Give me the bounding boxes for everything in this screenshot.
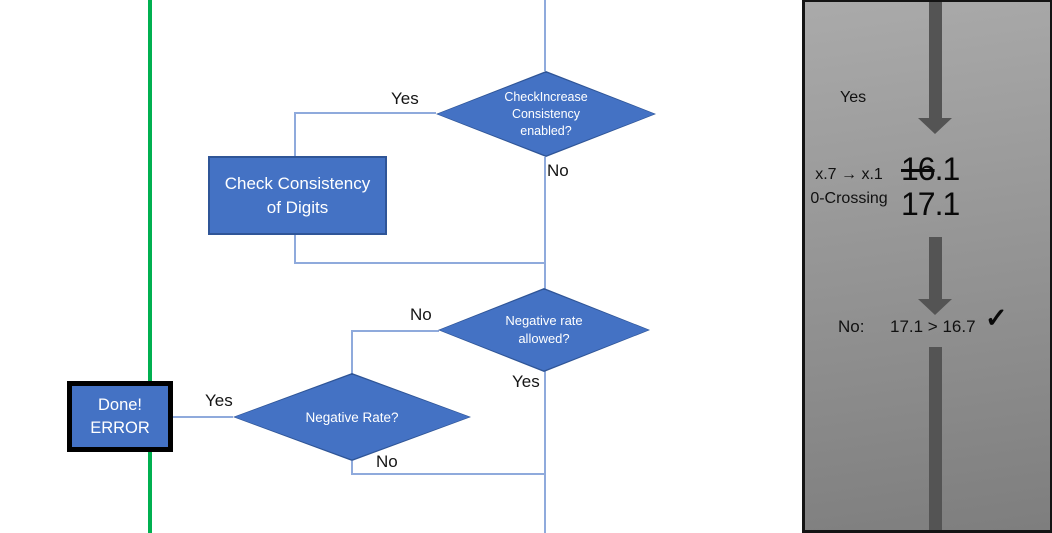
- decision-label: Negative rate allowed?: [505, 313, 583, 346]
- terminator-done-error: Done! ERROR: [67, 381, 173, 452]
- connector-yes-done: [173, 416, 233, 418]
- connector-process-out-vertical: [294, 235, 296, 264]
- connector-yes-top-horizontal: [294, 112, 436, 114]
- decision-negative-rate-allowed: Negative rate allowed?: [438, 288, 650, 372]
- notes-panel: Yes x.7 → x.1 0-Crossing 16.1 17.1 No: 1…: [802, 0, 1052, 533]
- connector-process-out-horizontal: [294, 262, 546, 264]
- edge-label-no-bottom: No: [376, 452, 398, 471]
- connector-no-bottom-horizontal: [351, 473, 546, 475]
- flow-arrow-top-shaft: [929, 2, 942, 118]
- old-value-rest: .1: [934, 151, 961, 187]
- flow-arrow-top-head: [918, 118, 952, 134]
- flow-arrow-mid-shaft: [929, 237, 942, 299]
- connector-no-bottom-vertical: [351, 461, 353, 475]
- decision-check-increase-consistency: CheckIncrease Consistency enabled?: [436, 71, 656, 157]
- checkmark-icon: ✓: [985, 303, 1008, 333]
- edge-label-no-top: No: [547, 161, 569, 180]
- panel-annotation: x.7 → x.1 0-Crossing: [810, 166, 888, 207]
- decision-label: CheckIncrease Consistency enabled?: [504, 89, 588, 138]
- connector-yes-mid-exit: [544, 371, 546, 533]
- edge-label-yes-mid: Yes: [512, 372, 540, 391]
- value-correction: 16.1 17.1: [901, 151, 961, 222]
- edge-label-no-mid: No: [410, 305, 432, 324]
- green-divider-line: [148, 0, 152, 533]
- old-value: 16.1: [901, 151, 961, 187]
- decision-label: Negative Rate?: [305, 409, 399, 425]
- new-value: 17.1: [901, 186, 960, 222]
- connector-no-mid-horizontal: [351, 330, 439, 332]
- old-value-struck: 16: [901, 151, 936, 187]
- process-check-consistency-of-digits: Check Consistency of Digits: [208, 156, 387, 235]
- connector-no-top-vertical: [544, 157, 546, 289]
- panel-yes-label: Yes: [840, 89, 867, 106]
- edge-label-yes-top: Yes: [391, 89, 419, 108]
- flow-arrow-bottom-shaft: [929, 347, 942, 530]
- decision-negative-rate: Negative Rate?: [233, 373, 471, 461]
- result-comparison: 17.1 > 16.7: [890, 317, 976, 336]
- edge-label-yes-done: Yes: [205, 391, 233, 410]
- connector-no-mid-vertical: [351, 330, 353, 374]
- result-label: No:: [838, 317, 865, 336]
- flow-arrow-mid-head: [918, 299, 952, 315]
- connector-yes-top-vertical: [294, 112, 296, 156]
- connector-top-entry: [544, 0, 546, 71]
